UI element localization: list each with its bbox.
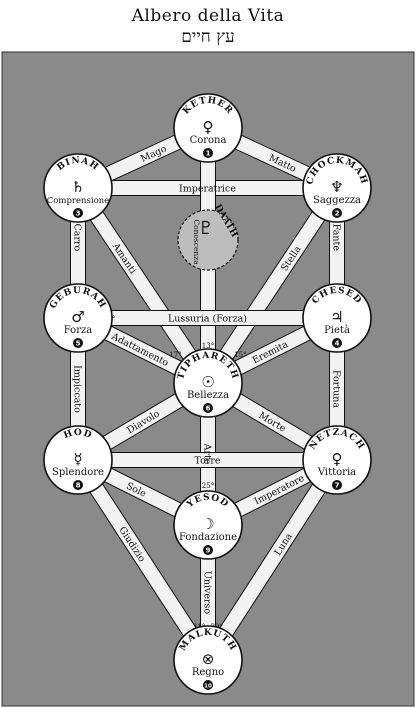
sephira-meaning: Saggezza [313,195,361,206]
path-label-fortuna: Fortuna [331,370,342,408]
sephira-hod: HOD ☿Splendore 8 [43,425,113,495]
planet-symbol-icon: ⊗ [202,650,215,668]
planet-symbol-icon: ♀ [332,450,343,468]
sephira-meaning: Regno [192,667,224,678]
planet-symbol-icon: ☽ [201,515,214,533]
sephira-number-badge [332,208,342,218]
path-label-arte: Arte [202,443,213,465]
sephira-number-badge [332,338,342,348]
path-number-amanti: 17° [169,351,181,359]
sephira-meaning: Vittoria [317,467,356,478]
sephira-number-badge [73,338,83,348]
sephira-number-badge [203,148,213,158]
sephira-circle [43,425,113,495]
sephira-number: 6 [206,405,211,413]
sephira-meaning: Pietà [324,325,350,336]
sephira-meaning: Corona [190,135,227,146]
sephira-meaning: Bellezza [187,390,229,401]
sephira-number: 8 [76,482,81,490]
path-number-stella: 15° [234,351,246,359]
path-label-fante: Fante [331,224,342,252]
path-label-impiccato: Impiccato [72,365,83,413]
sephira-circle [43,283,113,353]
sephira-circle [302,283,372,353]
sephira-number-badge [73,208,83,218]
planet-symbol-icon: ♃ [330,308,343,326]
path-label-torre: Torre [194,456,220,467]
sephira-circle [43,153,113,223]
sephira-number: 5 [76,340,81,348]
sephira-number: 2 [335,210,340,218]
planet-symbol-icon: ☿ [73,450,82,468]
sephiroth-layer: KETHER♀Corona1BINAH♄Comprensione3CHOCKMA… [43,93,372,695]
planet-symbol-icon: ♂ [71,308,84,326]
sephira-circle [302,425,372,495]
sephira-number: 3 [76,210,81,218]
sephira-circle [302,153,372,223]
sephira-circle [173,93,243,163]
planet-symbol-icon: ☉ [201,373,214,391]
path-label-carro: Carro [72,224,83,252]
sephira-number-badge [203,545,213,555]
planet-symbol-icon: ♀ [203,118,214,136]
sephira-number-badge [203,680,213,690]
planet-symbol-icon: ♆ [330,178,343,196]
sephira-number: 1 [206,150,211,158]
sephira-number-badge [203,403,213,413]
sephira-number-badge [73,480,83,490]
planet-symbol-icon: ♄ [71,178,84,196]
sephira-circle [173,348,243,418]
page-title: Albero della Vita [131,6,285,26]
sephira-number: 7 [335,482,340,490]
sephira-circle [173,490,243,560]
path-number-arte: 25° [202,482,214,490]
sephira-number: 4 [335,340,340,348]
sephira-meaning: Comprensione [47,196,109,206]
path-number-papessa: 13° [202,342,214,350]
path-label-universo: Universo [202,571,213,615]
sephira-number: 10 [204,684,212,690]
hebrew-subtitle: עץ חיים [181,27,235,47]
sephira-circle [173,625,243,695]
path-label-imperatrice: Imperatrice [179,184,236,195]
sephira-name: HOD [62,428,93,441]
path-label-lussuria: Lussuria (Forza) [168,314,247,325]
daath-meaning: Conoscenza [192,219,201,265]
sephira-number-badge [332,480,342,490]
header: Albero della Vita עץ חיים [0,0,416,50]
sephira-meaning: Splendore [52,467,104,478]
sephira-number: 9 [206,547,211,555]
daath-circle [177,209,239,271]
pluto-icon: ♇ [198,218,214,239]
sephira-meaning: Forza [64,325,92,336]
sephira-meaning: Fondazione [179,532,237,543]
